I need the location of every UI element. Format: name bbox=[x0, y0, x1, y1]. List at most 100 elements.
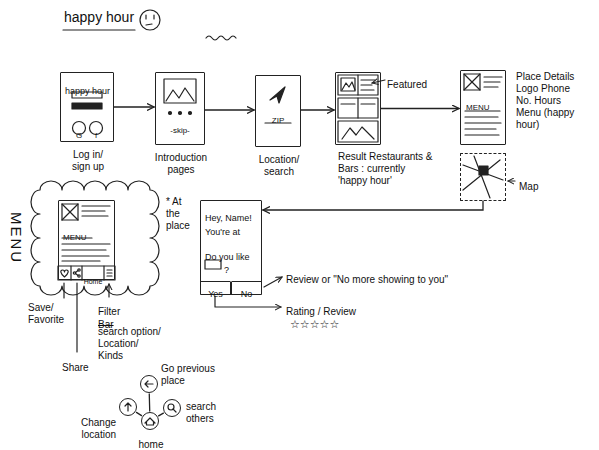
screen-text: Hey, Name! bbox=[205, 213, 252, 224]
flow-connector bbox=[114, 106, 154, 107]
label-holder: G bbox=[73, 123, 85, 142]
text-holder: Go previous place bbox=[161, 363, 221, 388]
note-label: Share bbox=[62, 362, 89, 374]
nav-icons-stroke bbox=[145, 418, 155, 425]
note-label: search option/ Location/ Kinds bbox=[98, 326, 164, 362]
nav-circle: search others bbox=[163, 399, 181, 417]
answer-button: No bbox=[231, 281, 262, 295]
map-sketch bbox=[463, 156, 515, 198]
nav-icons bbox=[125, 381, 176, 425]
details-sketch-stroke bbox=[484, 81, 500, 82]
result-sketch-stroke bbox=[357, 75, 358, 95]
text-holder: Yes bbox=[201, 282, 230, 301]
nav-icons-stroke bbox=[145, 381, 153, 387]
result-sketch-stroke bbox=[361, 89, 374, 90]
menu-sketch-stroke bbox=[107, 272, 112, 273]
menu-sketch-stroke bbox=[107, 269, 112, 270]
title-text: happy hour bbox=[64, 9, 134, 26]
screen-text: No bbox=[241, 289, 253, 300]
location-screen: ZIPLocation/ search bbox=[255, 75, 301, 147]
menu-sketch-stroke bbox=[76, 271, 79, 273]
greeting-screen: Hey, Name!You're atDo you like?YesNo bbox=[200, 200, 262, 295]
label-holder: Home bbox=[82, 269, 104, 288]
nav-circle: home bbox=[141, 412, 159, 430]
details-sketch-stroke bbox=[484, 86, 498, 87]
location-sketch-stroke bbox=[270, 87, 285, 103]
map-sketch-stroke bbox=[479, 166, 488, 175]
menu-sketch-stroke bbox=[62, 204, 78, 220]
menu-sketch-stroke bbox=[81, 266, 82, 280]
label-holder: Featured bbox=[387, 73, 427, 92]
text-holder: MENU bbox=[466, 95, 490, 114]
login-sketch bbox=[72, 92, 103, 135]
text-holder: MENU bbox=[63, 225, 87, 244]
caption-text: Map bbox=[519, 181, 538, 193]
caption-text: home bbox=[138, 439, 163, 450]
nav-icons-stroke bbox=[173, 409, 176, 412]
label-holder: f bbox=[90, 123, 102, 142]
face-icon-stroke bbox=[153, 15, 154, 19]
result-sketch-stroke bbox=[338, 121, 378, 142]
note-label: Save/ Favorite bbox=[28, 302, 72, 326]
result-sketch-stroke bbox=[342, 127, 374, 139]
screen-text: ZIP bbox=[272, 116, 284, 126]
intro-sketch-stroke bbox=[164, 79, 196, 103]
note-label: G bbox=[76, 131, 82, 141]
label-holder: Save/ Favorite bbox=[28, 302, 72, 327]
flow-connector bbox=[301, 109, 334, 110]
screen-text: happy hour bbox=[65, 86, 110, 97]
label-holder: MENU bbox=[7, 212, 26, 264]
featured-leader-stroke bbox=[372, 80, 385, 83]
screen-text: Yes bbox=[208, 289, 223, 300]
flow-connector bbox=[205, 109, 254, 110]
flow-connector bbox=[381, 108, 459, 109]
map-sketch-stroke bbox=[463, 160, 500, 190]
details-sketch-stroke bbox=[464, 74, 480, 90]
map-box: Map bbox=[460, 153, 506, 201]
caption-text: Place Details Logo Phone No. Hours Menu … bbox=[516, 71, 588, 131]
result-sketch-stroke bbox=[361, 103, 375, 104]
map-sketch-stroke bbox=[474, 156, 490, 198]
details-sketch-stroke bbox=[465, 116, 498, 117]
result-sketch-stroke bbox=[357, 98, 358, 118]
menu-sketch-stroke bbox=[62, 249, 106, 250]
text-holder: Log in/ sign up bbox=[66, 149, 110, 174]
screen-text: ? bbox=[224, 265, 229, 276]
note-label: Review or "No more showing to you" bbox=[286, 274, 448, 286]
menu-cloud-stroke bbox=[31, 181, 159, 295]
screen-text: MENU bbox=[63, 233, 87, 243]
nav-icons-stroke bbox=[125, 403, 131, 411]
details-sketch-stroke bbox=[464, 74, 480, 90]
note-label: Home bbox=[84, 278, 103, 286]
details-sketch-stroke bbox=[465, 128, 496, 129]
face-icon-stroke bbox=[146, 24, 152, 25]
menu-leaders-stroke bbox=[63, 283, 64, 298]
details-sketch-stroke bbox=[464, 74, 480, 90]
details-screen: MENUPlace Details Logo Phone No. Hours M… bbox=[460, 70, 506, 145]
screen-text: Do you like bbox=[205, 252, 250, 263]
text-holder: search others bbox=[186, 401, 230, 426]
text-holder: -skip- bbox=[156, 118, 204, 137]
face-icon bbox=[140, 10, 160, 30]
result-screen: Result Restaurants & Bars : currently 'h… bbox=[335, 72, 381, 145]
screen-text: You're at bbox=[205, 227, 240, 238]
title-underline-stroke bbox=[63, 29, 135, 30]
menu-sketch bbox=[58, 204, 115, 280]
screen-text: MENU bbox=[466, 103, 490, 113]
menu-sketch-stroke bbox=[82, 205, 110, 206]
text-holder: ZIP bbox=[256, 108, 300, 127]
title-holder: happy hour bbox=[64, 7, 134, 26]
greeting-sketch-stroke bbox=[206, 36, 236, 40]
text-holder: home bbox=[137, 433, 165, 450]
result-sketch-stroke bbox=[341, 103, 355, 104]
result-sketch-stroke bbox=[338, 98, 378, 118]
text-holder: Do you like bbox=[205, 245, 250, 264]
flow-connector bbox=[149, 394, 151, 411]
intro-sketch-stroke bbox=[189, 112, 192, 115]
details-sketch-stroke bbox=[465, 122, 501, 123]
intro-sketch bbox=[164, 79, 196, 115]
nav-circle: Go previous place bbox=[140, 375, 158, 393]
text-holder: Location/ search bbox=[254, 154, 304, 179]
